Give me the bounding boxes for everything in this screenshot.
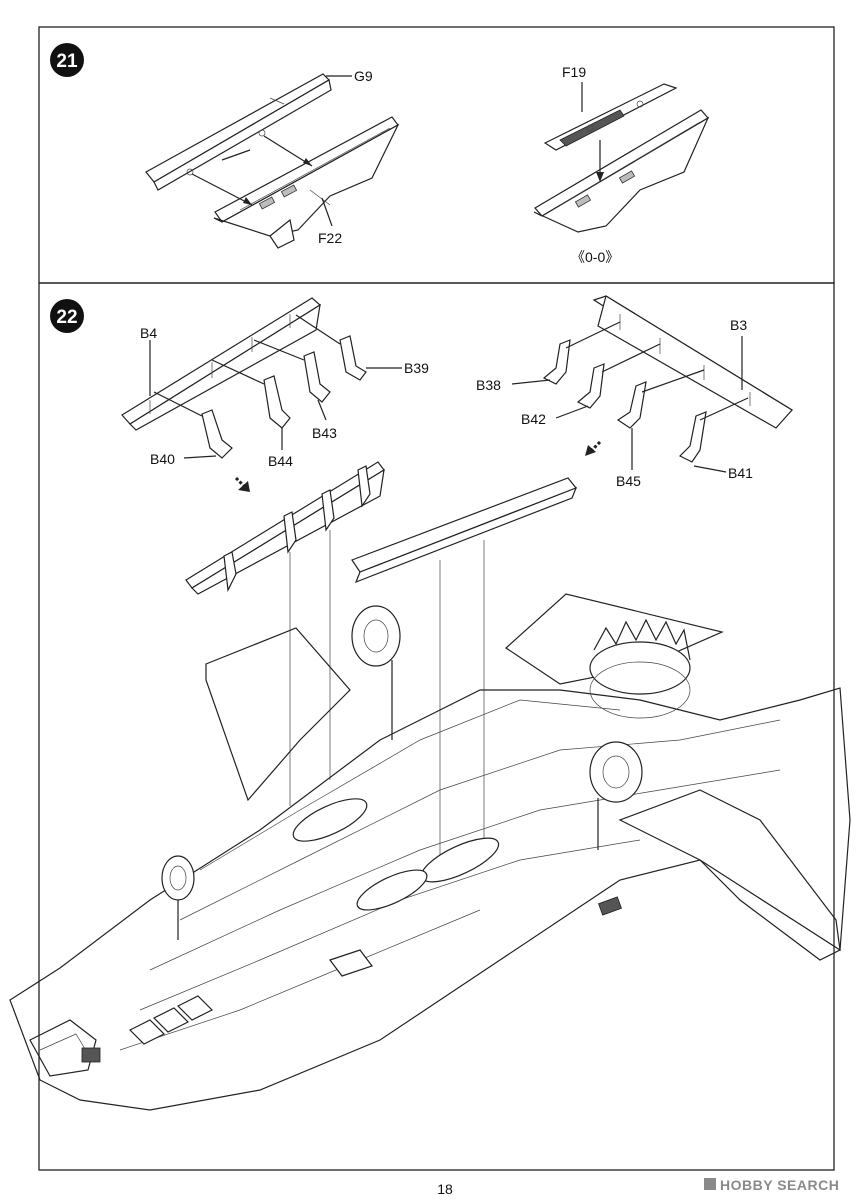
step-22-badge (50, 299, 84, 333)
hinge-b43 (303, 351, 331, 403)
assembled-left-door (185, 461, 385, 595)
label-f19: F19 (562, 64, 586, 80)
aircraft-drawing (9, 593, 851, 1111)
label-b38: B38 (476, 377, 501, 393)
label-b39: B39 (404, 360, 429, 376)
assembled-right-door (351, 477, 578, 584)
step-21-number: 21 (56, 51, 78, 72)
step-21-panel (38, 26, 835, 284)
hinge-b38 (542, 339, 571, 385)
label-b45: B45 (616, 473, 641, 489)
step-22: 22 B4 B39 (9, 295, 851, 1111)
label-b40: B40 (150, 451, 175, 467)
watermark-text: HOBBY SEARCH (720, 1177, 839, 1193)
label-b4: B4 (140, 325, 157, 341)
hinge-b45 (616, 381, 647, 429)
part-f22-right-drawing (533, 109, 710, 233)
step-22-panel (38, 282, 835, 1171)
watermark: HOBBY SEARCH (704, 1177, 839, 1193)
step-22-number: 22 (56, 307, 77, 328)
part-g9-drawing (145, 73, 332, 191)
watermark-logo-icon (704, 1178, 716, 1190)
hinge-b41 (678, 411, 707, 463)
part-b4-drawing (121, 297, 322, 431)
hinge-b44 (263, 375, 291, 429)
part-f19-drawing (543, 83, 678, 151)
assembly-arrow-left (234, 476, 250, 492)
label-f22: F22 (318, 230, 342, 246)
page-number: 18 (437, 1181, 453, 1197)
label-b41: B41 (728, 465, 753, 481)
label-b43: B43 (312, 425, 337, 441)
label-b44: B44 (268, 453, 293, 469)
hinge-b39 (339, 335, 367, 381)
label-b3: B3 (730, 317, 747, 333)
hinge-b40 (201, 409, 233, 459)
label-g9: G9 (354, 68, 373, 84)
step-21-note: 《0-0》 (571, 249, 619, 265)
hinge-b42 (576, 363, 605, 409)
part-f22-drawing (213, 116, 400, 249)
label-b42: B42 (521, 411, 546, 427)
assembly-arrow-right (585, 440, 602, 456)
step-21-badge (50, 43, 84, 77)
step-21: 21 G9 F22 (50, 43, 710, 265)
